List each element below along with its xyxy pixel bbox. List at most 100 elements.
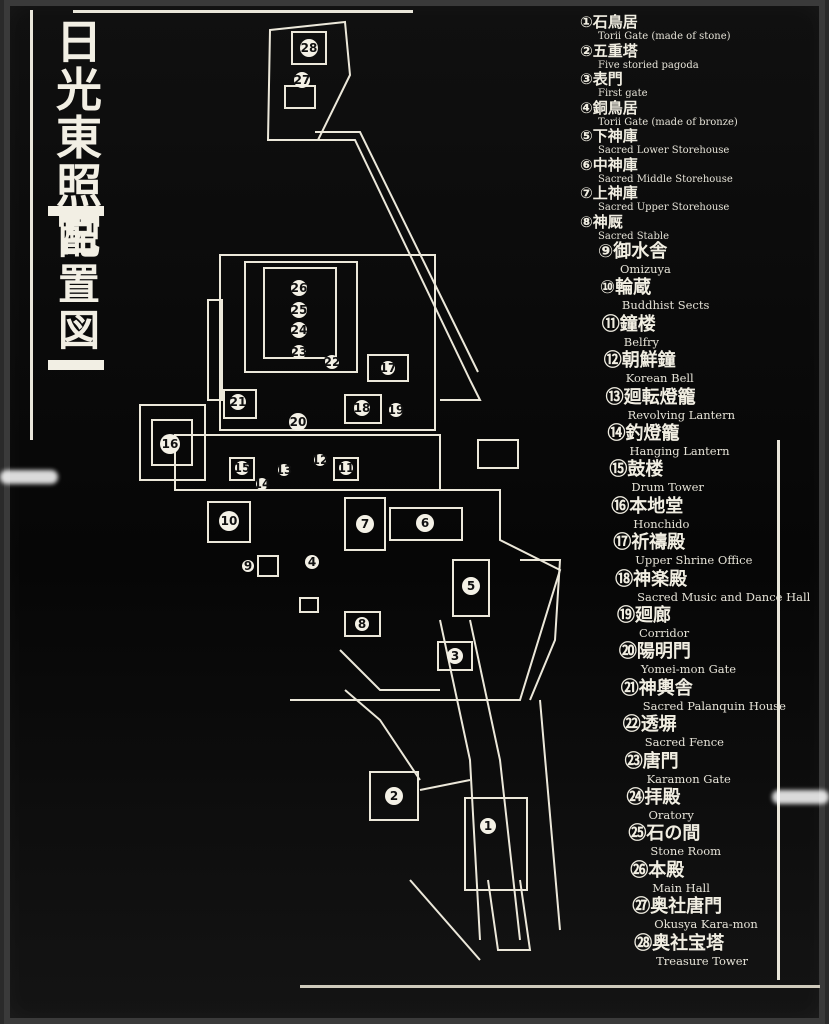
five-storied-pagoda — [369, 771, 419, 821]
legend-en-label: Yomei-mon Gate — [640, 662, 737, 677]
marker-15 — [235, 461, 249, 475]
bottom-rule — [300, 985, 820, 988]
legend-jp-label: ⑯本地堂 — [611, 496, 689, 517]
map-subtitle: 配 置 図 — [52, 216, 106, 354]
subtitle-char: 図 — [57, 306, 100, 355]
legend-number: ㉑ — [620, 677, 639, 699]
legend-number: ② — [580, 41, 593, 60]
legend-number: ㉔ — [626, 787, 645, 808]
legend-en-label: Buddhist Sects — [621, 298, 710, 313]
label-4: 4 — [308, 555, 316, 569]
approach-path-west — [439, 619, 481, 941]
legend-number: ④ — [580, 98, 593, 117]
legend-jp-label: ㉗奥社唐門 — [632, 897, 758, 917]
label-27: 27 — [294, 73, 311, 87]
legend-en-label: Korean Bell — [625, 371, 694, 386]
marker-7 — [356, 515, 374, 533]
legend-rule — [777, 440, 780, 980]
legend-en-label: Revolving Lantern — [627, 407, 735, 422]
title-char: 照 — [56, 159, 102, 213]
legend-en-label: Oratory — [648, 808, 694, 822]
legend-number: ㉗ — [632, 896, 651, 918]
label-22: 22 — [324, 355, 341, 369]
label-23: 23 — [291, 345, 308, 359]
legend-number: ⑬ — [605, 386, 624, 408]
marker-5 — [462, 577, 480, 595]
east-structure — [477, 439, 519, 469]
legend-jp-text: 輪蔵 — [615, 277, 652, 299]
legend-jp-text: 五重塔 — [592, 41, 638, 60]
treasure-tower-base — [291, 31, 327, 65]
legend-jp-label: ⑨御水舎 — [598, 242, 671, 262]
palanquin-house — [223, 389, 257, 419]
legend-jp-label: ⑰祈禱殿 — [613, 533, 752, 553]
middle-storehouse — [389, 507, 463, 541]
legend-number: ⑦ — [580, 184, 593, 202]
pagoda-path — [419, 779, 471, 791]
legend-en-label: Sacred Middle Storehouse — [598, 173, 733, 185]
label-7: 7 — [361, 517, 369, 531]
legend-jp-label: ㉔拝殿 — [627, 788, 694, 808]
legend-jp-text: 表門 — [592, 70, 623, 88]
label-9: 9 — [244, 559, 252, 573]
legend-jp-text: 唐門 — [642, 750, 679, 772]
legend-jp-text: 神楽殿 — [633, 568, 688, 590]
legend-number: ③ — [580, 70, 593, 88]
marker-21 — [230, 394, 246, 410]
outer-corridor — [219, 254, 436, 431]
subtitle-char: 置 — [57, 260, 100, 309]
marker-14 — [256, 478, 268, 490]
legend-number: ① — [580, 13, 593, 31]
legend-jp-label: ㉑神輿舎 — [620, 677, 786, 699]
legend-number: ㉖ — [630, 859, 649, 881]
legend-jp-text: 下神庫 — [592, 127, 638, 145]
drum-tower — [229, 457, 255, 481]
legend-en-label: Hanging Lantern — [629, 444, 730, 458]
side-path-2 — [344, 689, 421, 781]
legend-en-label: Omizuya — [620, 262, 671, 276]
side-path — [339, 649, 440, 691]
label-20: 20 — [290, 415, 307, 429]
legend-jp-text: 鼓楼 — [627, 459, 664, 481]
legend-jp-label: ④銅鳥居 — [580, 98, 738, 117]
label-13: 13 — [276, 463, 293, 477]
marker-20 — [289, 413, 307, 431]
legend-jp-text: 御水舎 — [613, 241, 668, 262]
middle-terrace — [174, 434, 441, 491]
glass-glare — [0, 470, 58, 484]
legend-jp-label: ⑩輪蔵 — [600, 278, 710, 298]
marker-8 — [355, 617, 369, 631]
label-10: 10 — [221, 514, 238, 528]
legend-jp-label: ①石鳥居 — [580, 14, 731, 31]
label-16: 16 — [162, 437, 179, 451]
legend-jp-text: 神輿舎 — [638, 677, 693, 699]
marker-28 — [300, 39, 318, 57]
title-char: 宮 — [56, 207, 102, 261]
label-18: 18 — [354, 401, 371, 415]
legend-jp-text: 銅鳥居 — [592, 98, 638, 117]
legend-number: ⑳ — [618, 641, 637, 663]
legend-jp-text: 廻転燈籠 — [623, 386, 696, 408]
legend-number: ⑥ — [580, 155, 593, 174]
legend-number: ㉒ — [622, 714, 641, 736]
legend-number: ㉘ — [634, 932, 653, 954]
legend-jp-label: ⑮鼓楼 — [609, 460, 704, 480]
title-bracket-top — [48, 206, 104, 216]
kagura-den — [344, 394, 382, 424]
legend-jp-label: ⑬廻転燈籠 — [605, 386, 735, 408]
label-6: 6 — [421, 516, 429, 530]
upper-storehouse — [344, 497, 386, 551]
legend-jp-text: 朝鮮鐘 — [621, 350, 676, 372]
honchido-block — [139, 404, 206, 481]
marker-25 — [291, 302, 307, 318]
legend-en-label: Okusya Kara-mon — [654, 917, 758, 932]
road-edge — [409, 879, 481, 961]
kitoden — [367, 354, 409, 382]
